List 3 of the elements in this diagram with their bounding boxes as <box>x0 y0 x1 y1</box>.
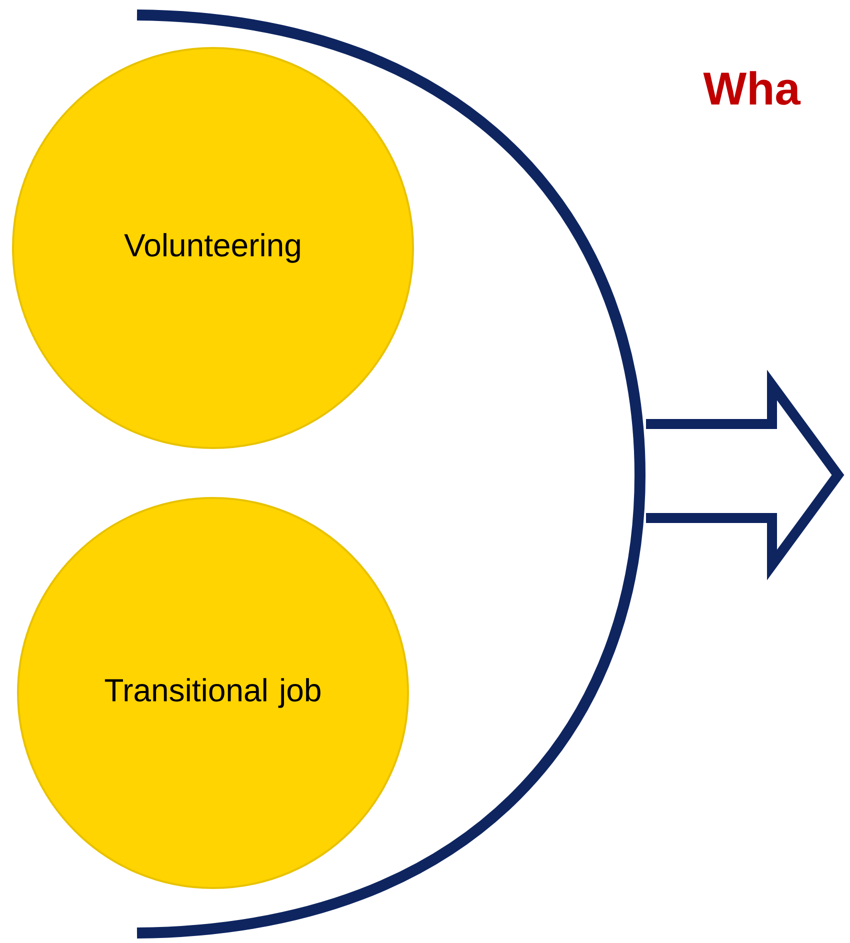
circle-node: Volunteering <box>12 47 414 449</box>
circle-node: Transitional job <box>17 497 409 889</box>
title: Wha <box>703 71 801 105</box>
